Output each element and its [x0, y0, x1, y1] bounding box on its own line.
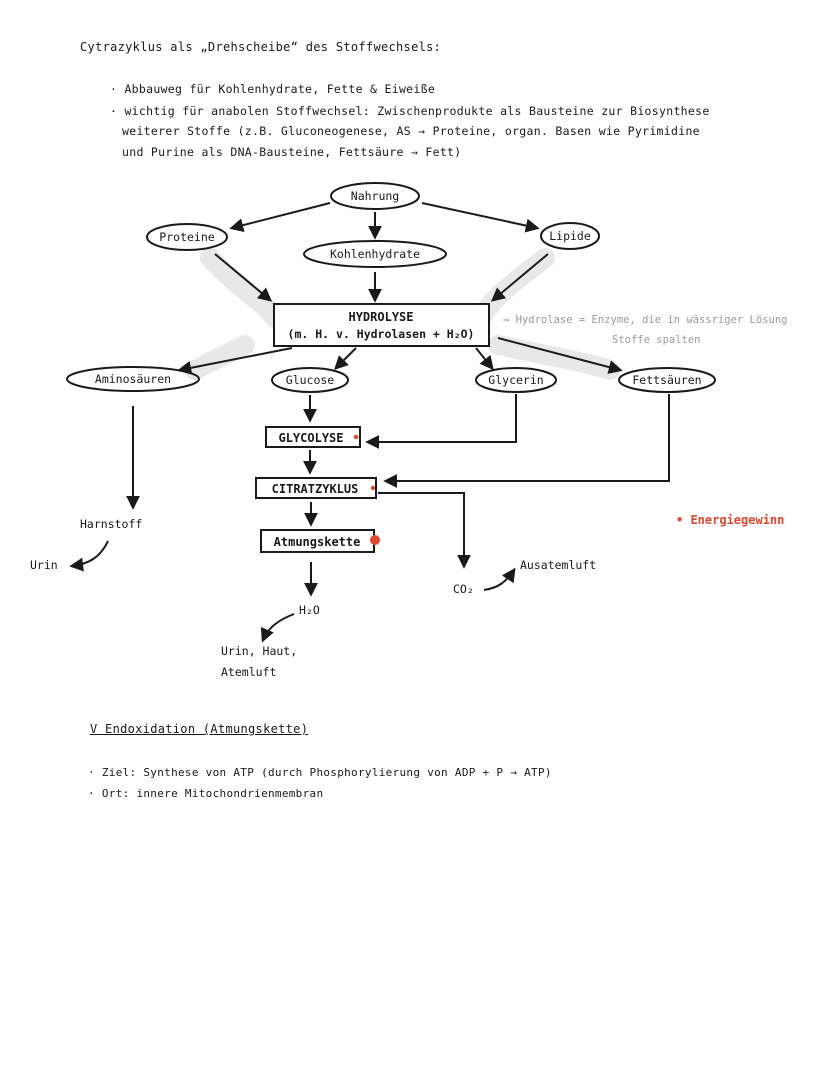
section-title-endoxidation: V Endoxidation (Atmungskette)	[90, 722, 309, 736]
bullet-anabol: · wichtig für anabolen Stoffwechsel: Zwi…	[110, 104, 710, 118]
label-h2o: H₂O	[299, 603, 320, 617]
label-ausatemluft: Ausatemluft	[520, 558, 596, 572]
highlight-aminosaeuren	[185, 335, 255, 380]
arrow-nahrung-proteine	[229, 202, 331, 233]
oval-fettsaeuren	[618, 367, 716, 393]
arrow-harnstoff-urin	[69, 540, 109, 572]
label-energiegewinn: • Energiegewinn	[676, 513, 784, 527]
arrow-proteine-hydrolyse	[214, 253, 273, 302]
highlight-fettsaeuren	[488, 335, 620, 380]
arrow-hydrolyse-glycerin	[475, 347, 494, 371]
label-lipide: Lipide	[549, 229, 591, 243]
oval-lipide	[540, 222, 600, 250]
section-item-ort: · Ort: innere Mitochondrienmembran	[88, 787, 324, 800]
arrow-hydrolyse-fettsaeuren	[497, 337, 623, 374]
note-hydrolase-2: Stoffe spalten	[612, 334, 701, 346]
label-kohlenhydrate: Kohlenhydrate	[330, 247, 420, 261]
arrow-glycerin-glycolyse	[365, 394, 517, 449]
box-citratzyklus	[255, 477, 377, 499]
label-aminosaeuren: Aminosäuren	[95, 372, 171, 386]
bullet-anabol-cont-2: und Purine als DNA-Bausteine, Fettsäure …	[122, 145, 462, 159]
highlight-proteine	[200, 248, 285, 328]
label-atmungskette: Atmungskette	[274, 535, 361, 549]
section-item-ziel: · Ziel: Synthese von ATP (durch Phosphor…	[88, 766, 552, 779]
label-nahrung: Nahrung	[351, 189, 399, 203]
label-co2: CO₂	[453, 582, 474, 596]
oval-glycerin	[475, 367, 557, 393]
label-urin: Urin	[30, 558, 58, 572]
energy-dot-citratzyklus	[370, 485, 376, 491]
label-atemluft: Atemluft	[221, 665, 276, 679]
label-citratzyklus: CITRATZYKLUS	[272, 482, 359, 496]
arrow-h2o-urin-haut	[260, 613, 295, 643]
label-hydrolyse: HYDROLYSE	[348, 310, 413, 324]
oval-aminosaeuren	[66, 366, 200, 392]
box-glycolyse	[265, 426, 361, 448]
label-proteine: Proteine	[159, 230, 214, 244]
bullet-abbauweg: · Abbauweg für Kohlenhydrate, Fette & Ei…	[110, 82, 436, 96]
label-fettsaeuren: Fettsäuren	[632, 373, 701, 387]
oval-nahrung	[330, 182, 420, 210]
arrow-co2-ausatemluft	[483, 567, 516, 591]
label-hydrolyse-sub: (m. H. v. Hydrolasen + H₂O)	[288, 327, 475, 341]
oval-kohlenhydrate	[303, 240, 447, 268]
arrow-hydrolyse-aminosaeuren	[177, 347, 293, 375]
arrow-citratzyklus-co2	[378, 492, 471, 569]
box-hydrolyse	[273, 303, 490, 347]
label-glycolyse: GLYCOLYSE	[278, 431, 343, 445]
oval-glucose	[271, 367, 349, 393]
label-urin-haut: Urin, Haut,	[221, 644, 297, 658]
bullet-anabol-cont-1: weiterer Stoffe (z.B. Gluconeogenese, AS…	[122, 124, 700, 138]
energy-dot-atmungskette	[370, 535, 380, 545]
page-title: Cytrazyklus als „Drehscheibe“ des Stoffw…	[80, 40, 442, 54]
arrow-hydrolyse-glucose	[334, 347, 357, 370]
energy-dot-glycolyse	[353, 434, 359, 440]
oval-proteine	[146, 223, 228, 251]
arrow-lipide-hydrolyse	[490, 253, 549, 302]
label-glucose: Glucose	[286, 373, 335, 387]
label-harnstoff: Harnstoff	[80, 517, 142, 531]
arrow-fettsaeuren-citratzyklus	[383, 394, 670, 488]
label-glycerin: Glycerin	[488, 373, 543, 387]
note-hydrolase-1: ⇒ Hydrolase = Enzyme, die in wässriger L…	[503, 314, 787, 326]
arrow-nahrung-lipide	[421, 202, 540, 233]
